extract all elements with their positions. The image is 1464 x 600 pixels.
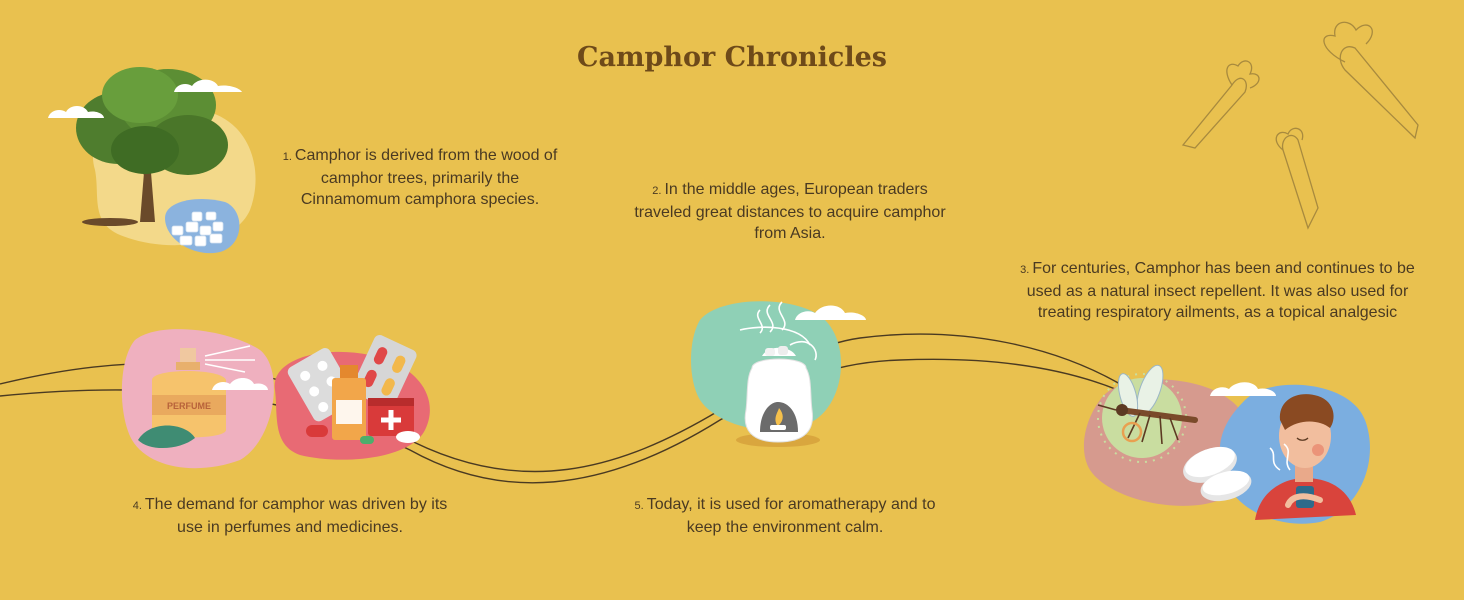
step-2-text: 2.In the middle ages, European traders t… xyxy=(630,179,950,244)
camphor-tablets-icon xyxy=(1183,446,1252,502)
step-3-text: 3.For centuries, Camphor has been and co… xyxy=(1015,258,1420,323)
medicine-group xyxy=(274,335,430,460)
insect-repellent-group xyxy=(1083,364,1370,524)
step-1-text: 1.Camphor is derived from the wood of ca… xyxy=(270,145,570,210)
medicine-icon xyxy=(287,335,420,444)
step-3-number: 3. xyxy=(1020,264,1030,276)
step-1-description: Camphor is derived from the wood of camp… xyxy=(294,147,558,208)
diffuser-group xyxy=(691,301,866,447)
camphor-tree-group xyxy=(48,67,256,254)
perfume-group: PERFUME xyxy=(121,329,274,469)
aroma-diffuser-icon xyxy=(736,301,820,447)
step-5-description: Today, it is used for aromatherapy and t… xyxy=(646,496,936,536)
perfume-bottle-icon: PERFUME xyxy=(138,345,255,449)
cloud-icon xyxy=(795,305,866,320)
page-title: Camphor Chronicles xyxy=(576,42,887,73)
camphor-crystals-icon xyxy=(165,198,240,254)
camphor-tree-icon xyxy=(76,67,228,226)
step-2-number: 2. xyxy=(652,185,662,197)
step-4-description: The demand for camphor was driven by its… xyxy=(144,496,448,536)
cloud-icon xyxy=(1210,382,1276,396)
person-inhaling-icon xyxy=(1255,394,1356,520)
cloud-icon xyxy=(48,79,242,118)
cloud-icon xyxy=(212,378,268,390)
perfume-bottle-label: PERFUME xyxy=(167,401,211,411)
step-5-number: 5. xyxy=(634,500,644,512)
step-4-number: 4. xyxy=(132,500,142,512)
step-3-description: For centuries, Camphor has been and cont… xyxy=(1026,260,1415,321)
leaf-outline-icon xyxy=(1181,21,1419,230)
mosquito-icon xyxy=(1097,364,1198,463)
step-1-number: 1. xyxy=(282,151,292,163)
step-5-text: 5.Today, it is used for aromatherapy and… xyxy=(620,494,950,538)
step-2-description: In the middle ages, European traders tra… xyxy=(634,181,946,242)
step-4-text: 4.The demand for camphor was driven by i… xyxy=(130,494,450,538)
